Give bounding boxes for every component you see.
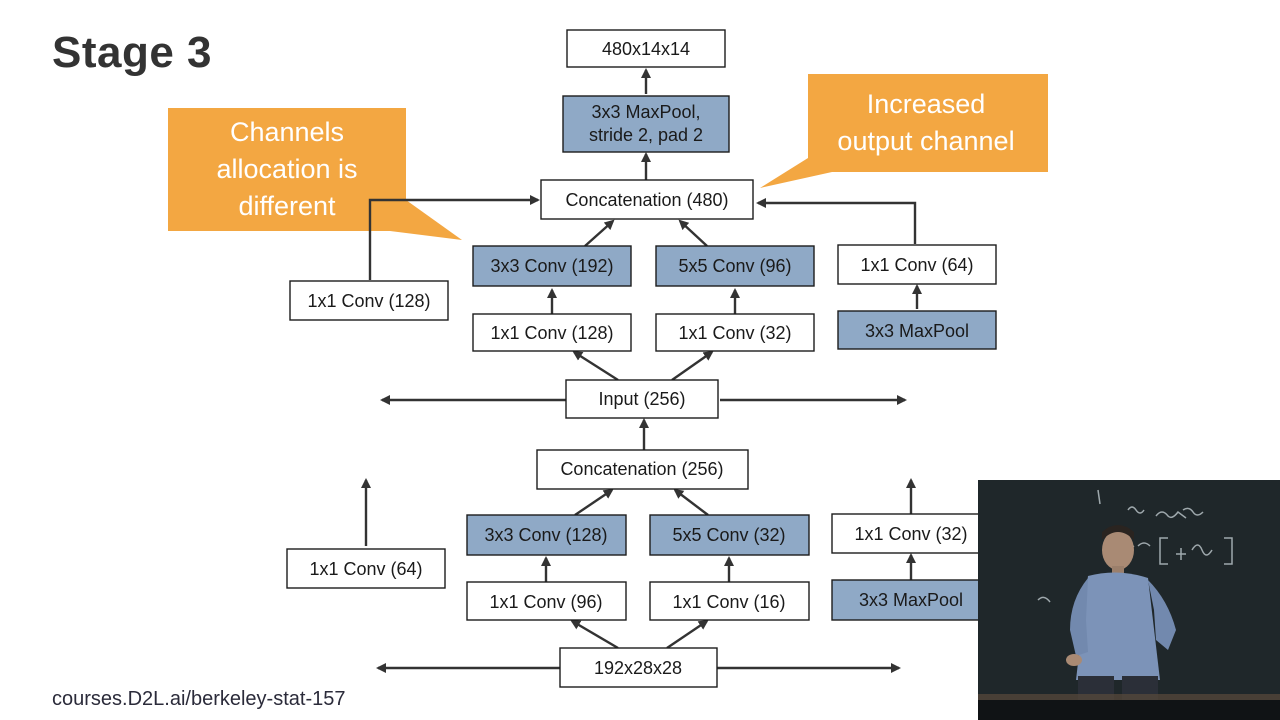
callout-channels-allocation: Channels allocation is different <box>168 108 462 240</box>
node-lower-path2-reduce-label: 1x1 Conv (96) <box>489 592 602 612</box>
node-lower-input: 192x28x28 <box>559 647 718 688</box>
arrow-path4-to-concat <box>756 198 917 244</box>
node-upper-path2-reduce: 1x1 Conv (128) <box>472 313 632 352</box>
node-upper-path4-conv-label: 1x1 Conv (64) <box>860 255 973 275</box>
lecturer-video-frame <box>978 480 1280 720</box>
node-lower-path4-pool: 3x3 MaxPool <box>831 579 992 621</box>
callout-increased-output: Increased output channel <box>760 74 1048 188</box>
node-lower-path2-reduce: 1x1 Conv (96) <box>466 581 627 621</box>
lecturer-video <box>978 480 1280 720</box>
node-lower-path3-reduce-label: 1x1 Conv (16) <box>672 592 785 612</box>
node-upper-path3-conv-label: 5x5 Conv (96) <box>678 256 791 276</box>
node-upper-path4-pool: 3x3 MaxPool <box>837 310 997 350</box>
node-upper-concat: Concatenation (480) <box>540 179 754 220</box>
lower-block-connections <box>361 478 916 673</box>
node-lower-path4-conv-label: 1x1 Conv (32) <box>854 524 967 544</box>
callout-left-line-3: different <box>238 191 336 221</box>
node-upper-path4-pool-label: 3x3 MaxPool <box>865 321 969 341</box>
callout-left-line-2: allocation is <box>216 154 357 184</box>
node-upper-output-label: 480x14x14 <box>602 39 690 59</box>
node-lower-path1-conv: 1x1 Conv (64) <box>286 548 446 589</box>
node-upper-path2-conv-label: 3x3 Conv (192) <box>490 256 613 276</box>
callout-right-line-1: Increased <box>867 89 986 119</box>
node-upper-path1-conv: 1x1 Conv (128) <box>289 280 449 321</box>
chalkboard-scribbles <box>1037 489 1233 603</box>
node-lower-concat-label: Concatenation (256) <box>560 459 723 479</box>
arrow-input-to-reduce2 <box>572 350 619 382</box>
arrow-lower-input-to-reduce2 <box>570 619 619 650</box>
node-lower-path4-pool-label: 3x3 MaxPool <box>859 590 963 610</box>
node-upper-path3-conv: 5x5 Conv (96) <box>655 245 815 287</box>
arrow-lower-path2-to-concat <box>574 488 614 516</box>
arrow-path2-to-concat <box>584 219 615 247</box>
node-upper-path4-conv: 1x1 Conv (64) <box>837 244 997 285</box>
node-upper-maxpool-line2: stride 2, pad 2 <box>589 125 703 145</box>
node-lower-path3-conv-label: 5x5 Conv (32) <box>672 525 785 545</box>
node-lower-path3-conv: 5x5 Conv (32) <box>649 514 810 556</box>
node-upper-path2-reduce-label: 1x1 Conv (128) <box>490 323 613 343</box>
slide-title: Stage 3 <box>52 28 213 77</box>
node-upper-maxpool-line1: 3x3 MaxPool, <box>591 102 700 122</box>
callout-right-line-2: output channel <box>837 126 1014 156</box>
upper-block-connections <box>368 68 922 405</box>
node-lower-path3-reduce: 1x1 Conv (16) <box>649 581 810 621</box>
node-lower-path4-conv: 1x1 Conv (32) <box>831 513 992 554</box>
node-upper-input: Input (256) <box>565 379 719 419</box>
node-upper-maxpool-stride: 3x3 MaxPool, stride 2, pad 2 <box>562 95 730 153</box>
node-upper-path2-conv: 3x3 Conv (192) <box>472 245 632 287</box>
node-lower-path1-conv-label: 1x1 Conv (64) <box>309 559 422 579</box>
arrow-path1-to-concat <box>368 195 540 280</box>
node-upper-concat-label: Concatenation (480) <box>565 190 728 210</box>
arrow-path3-to-concat <box>678 219 708 247</box>
node-upper-input-label: Input (256) <box>598 389 685 409</box>
node-lower-path2-conv-label: 3x3 Conv (128) <box>484 525 607 545</box>
node-upper-path1-conv-label: 1x1 Conv (128) <box>307 291 430 311</box>
node-upper-path3-reduce: 1x1 Conv (32) <box>655 313 815 352</box>
node-lower-concat: Concatenation (256) <box>536 449 749 490</box>
node-lower-input-label: 192x28x28 <box>594 658 682 678</box>
arrow-lower-input-to-reduce3 <box>666 619 709 649</box>
footer-url: courses.D2L.ai/berkeley-stat-157 <box>52 688 346 710</box>
callout-left-line-1: Channels <box>230 117 344 147</box>
arrow-input-to-reduce3 <box>671 350 714 381</box>
node-lower-path2-conv: 3x3 Conv (128) <box>466 514 627 556</box>
node-upper-path3-reduce-label: 1x1 Conv (32) <box>678 323 791 343</box>
node-upper-output: 480x14x14 <box>566 29 726 68</box>
arrow-lower-path3-to-concat <box>673 488 709 516</box>
